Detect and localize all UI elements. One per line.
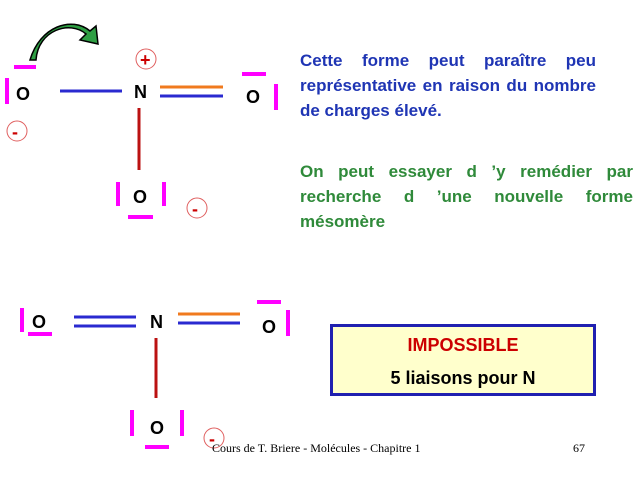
- charge-circle-n: [135, 48, 157, 70]
- charge-circle-o-bottom: [186, 197, 208, 219]
- paragraph-representation: Cette forme peut paraître peu représenta…: [300, 51, 596, 120]
- page-number: 67: [573, 441, 585, 455]
- charge-minus-o-left: -: [12, 122, 18, 142]
- impossible-callout: IMPOSSIBLE 5 liaisons pour N: [330, 324, 596, 396]
- atom-n-2: N: [150, 312, 163, 332]
- callout-subtitle: 5 liaisons pour N: [390, 368, 536, 388]
- atom-o-left-2: O: [32, 312, 46, 332]
- charge-minus-o-bottom: -: [192, 199, 198, 219]
- atom-o-right-2: O: [262, 317, 276, 337]
- charge-minus-o-bottom-2: -: [209, 429, 215, 449]
- atom-o-left: O: [16, 84, 30, 104]
- paragraph-remedy: On peut essayer d ’y remédier par recher…: [300, 162, 633, 231]
- atom-n: N: [134, 82, 147, 102]
- bottom-structure: O N O O -: [20, 300, 290, 449]
- callout-title: IMPOSSIBLE: [407, 335, 519, 355]
- atom-o-right: O: [246, 87, 260, 107]
- curved-arrow-icon: [28, 23, 99, 61]
- charge-plus-n: +: [140, 50, 151, 70]
- charge-circle-o-bottom-2: [203, 427, 225, 449]
- footer-text: Cours de T. Briere - Molécules - Chapitr…: [212, 441, 421, 455]
- top-structure: O - + N O O -: [5, 23, 278, 219]
- atom-o-bottom: O: [133, 187, 147, 207]
- charge-circle-o-left: [6, 120, 28, 142]
- atom-o-bottom-2: O: [150, 418, 164, 438]
